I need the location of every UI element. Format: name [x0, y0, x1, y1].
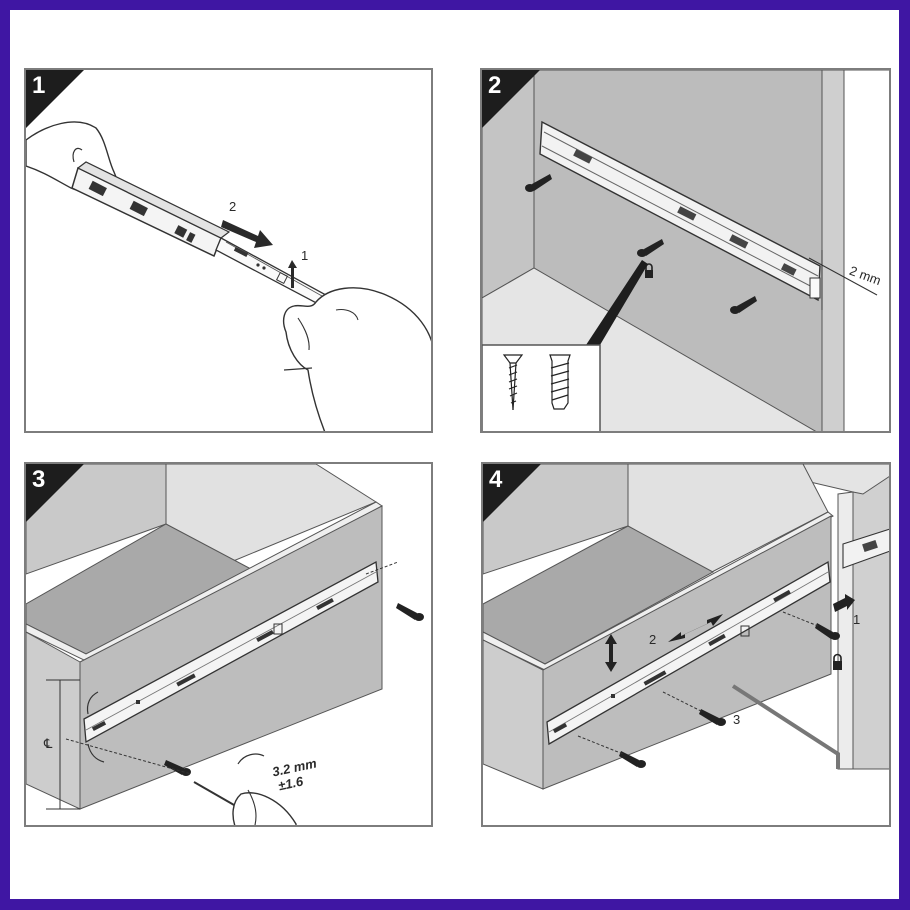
step-1-panel: 2 1 1 — [24, 68, 433, 433]
step-number: 4 — [489, 466, 503, 493]
step-number: 1 — [32, 72, 46, 99]
step-3-panel: ℄ 3.2 mm ±1.6 3 — [24, 462, 433, 827]
step-3-illustration — [26, 464, 424, 825]
step-1-illustration — [26, 121, 431, 431]
step-4-illustration — [483, 464, 889, 790]
step-2-illustration — [482, 70, 889, 431]
step-2-panel: 2 mm 2 — [480, 68, 891, 433]
step-badge — [26, 464, 84, 522]
insert-arrow-label: 1 — [853, 612, 861, 627]
step-number: 3 — [32, 466, 46, 493]
arrow-label-pull: 2 — [229, 199, 237, 214]
centerline-symbol: ℄ — [44, 736, 53, 751]
step-badge — [483, 464, 541, 522]
step-4-panel: 2 3 1 4 — [481, 462, 891, 827]
adjust-arrow-label: 2 — [649, 632, 657, 647]
arrow-label-release: 1 — [301, 248, 309, 263]
step-badge — [26, 70, 84, 128]
instruction-sheet: 2 1 1 — [10, 10, 899, 899]
step-badge — [482, 70, 540, 128]
step-number: 2 — [488, 72, 502, 99]
fix-screw-label: 3 — [733, 712, 741, 727]
